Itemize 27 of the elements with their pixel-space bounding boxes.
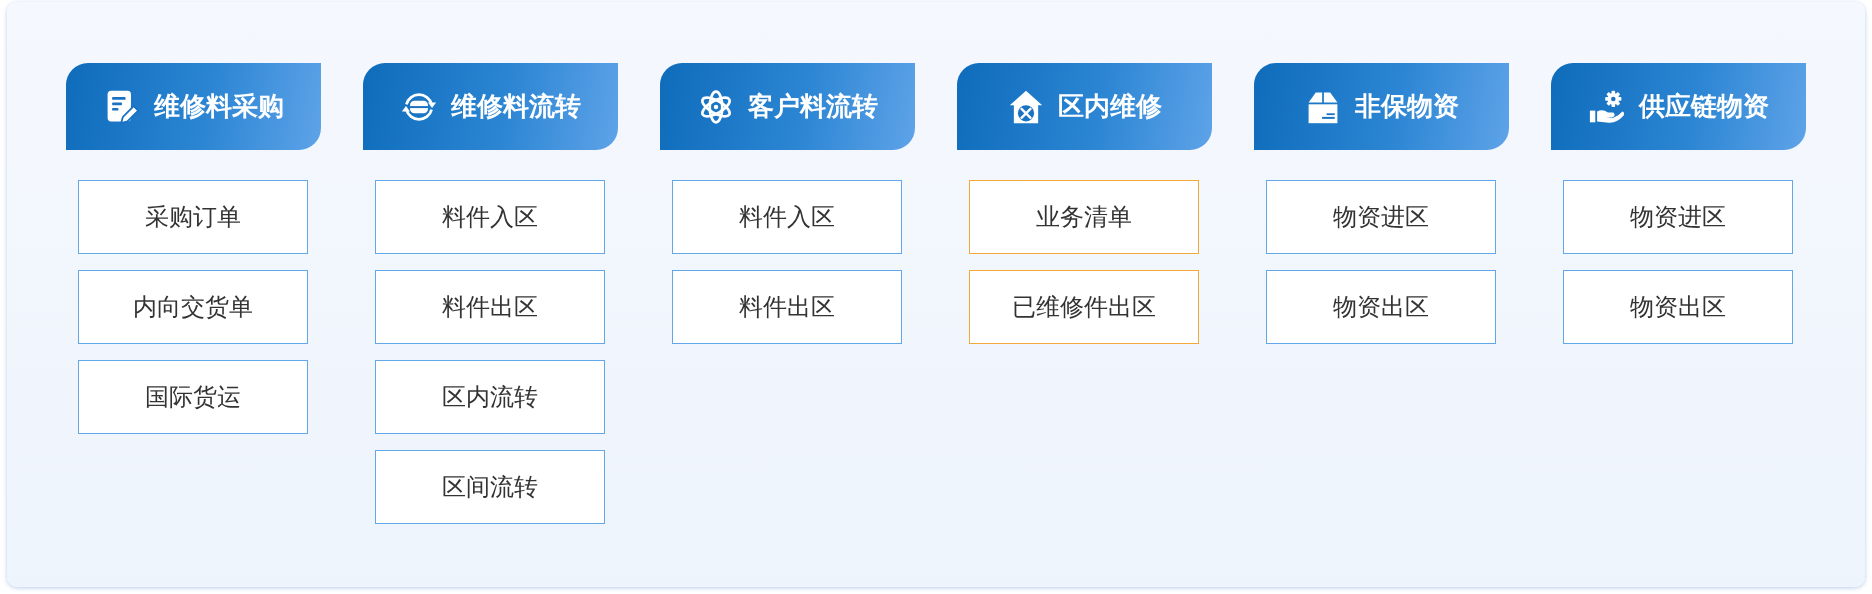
function-item: 区间流转 <box>375 450 605 524</box>
function-item: 采购订单 <box>78 180 308 254</box>
function-item: 物资进区 <box>1266 180 1496 254</box>
function-item: 料件出区 <box>672 270 902 344</box>
header-title: 维修料流转 <box>450 90 581 123</box>
category-header <box>363 63 618 150</box>
category-header <box>1551 63 1806 150</box>
function-item: 料件入区 <box>375 180 605 254</box>
function-item: 区内流转 <box>375 360 605 434</box>
header-title: 客户料流转 <box>747 90 878 123</box>
function-item: 料件入区 <box>672 180 902 254</box>
header-title: 维修料采购 <box>153 90 284 123</box>
category-header <box>1254 63 1509 150</box>
function-item: 已维修件出区 <box>969 270 1199 344</box>
function-item: 业务清单 <box>969 180 1199 254</box>
function-item: 料件出区 <box>375 270 605 344</box>
category-header <box>957 63 1212 150</box>
header-title: 供应链物资 <box>1638 90 1769 123</box>
function-item: 国际货运 <box>78 360 308 434</box>
header-title: 区内维修 <box>1057 90 1162 123</box>
function-item: 物资进区 <box>1563 180 1793 254</box>
function-item: 物资出区 <box>1266 270 1496 344</box>
category-header <box>660 63 915 150</box>
header-title: 非保物资 <box>1354 90 1459 123</box>
function-item: 物资出区 <box>1563 270 1793 344</box>
function-item: 内向交货单 <box>78 270 308 344</box>
category-header <box>66 63 321 150</box>
